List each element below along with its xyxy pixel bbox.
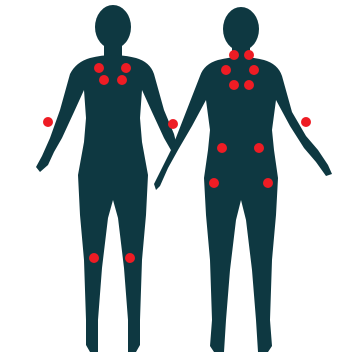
- back-gluteal-right-point: [254, 143, 264, 153]
- back-trapezius-right-point: [249, 65, 259, 75]
- back-occiput-left-point: [229, 50, 239, 60]
- back-hip-left-point: [209, 178, 219, 188]
- front-upper-chest-right-point: [117, 75, 127, 85]
- back-gluteal-left-point: [217, 143, 227, 153]
- front-low-neck-right-point: [121, 63, 131, 73]
- back-trapezius-left-point: [221, 65, 231, 75]
- front-elbow-right-point: [43, 117, 53, 127]
- front-elbow-left-point: [168, 119, 178, 129]
- front-upper-chest-left-point: [99, 75, 109, 85]
- front-knee-left-point: [89, 253, 99, 263]
- back-torso-limbs: [154, 57, 332, 352]
- front-low-neck-left-point: [94, 63, 104, 73]
- back-hip-right-point: [263, 178, 273, 188]
- front-knee-right-point: [125, 253, 135, 263]
- front-body-figure: [36, 5, 178, 352]
- back-supraspinatus-left-point: [229, 80, 239, 90]
- back-elbow-right-point: [301, 117, 311, 127]
- back-occiput-right-point: [244, 50, 254, 60]
- front-torso-limbs: [36, 55, 178, 352]
- back-supraspinatus-right-point: [244, 80, 254, 90]
- back-body-figure: [154, 7, 332, 352]
